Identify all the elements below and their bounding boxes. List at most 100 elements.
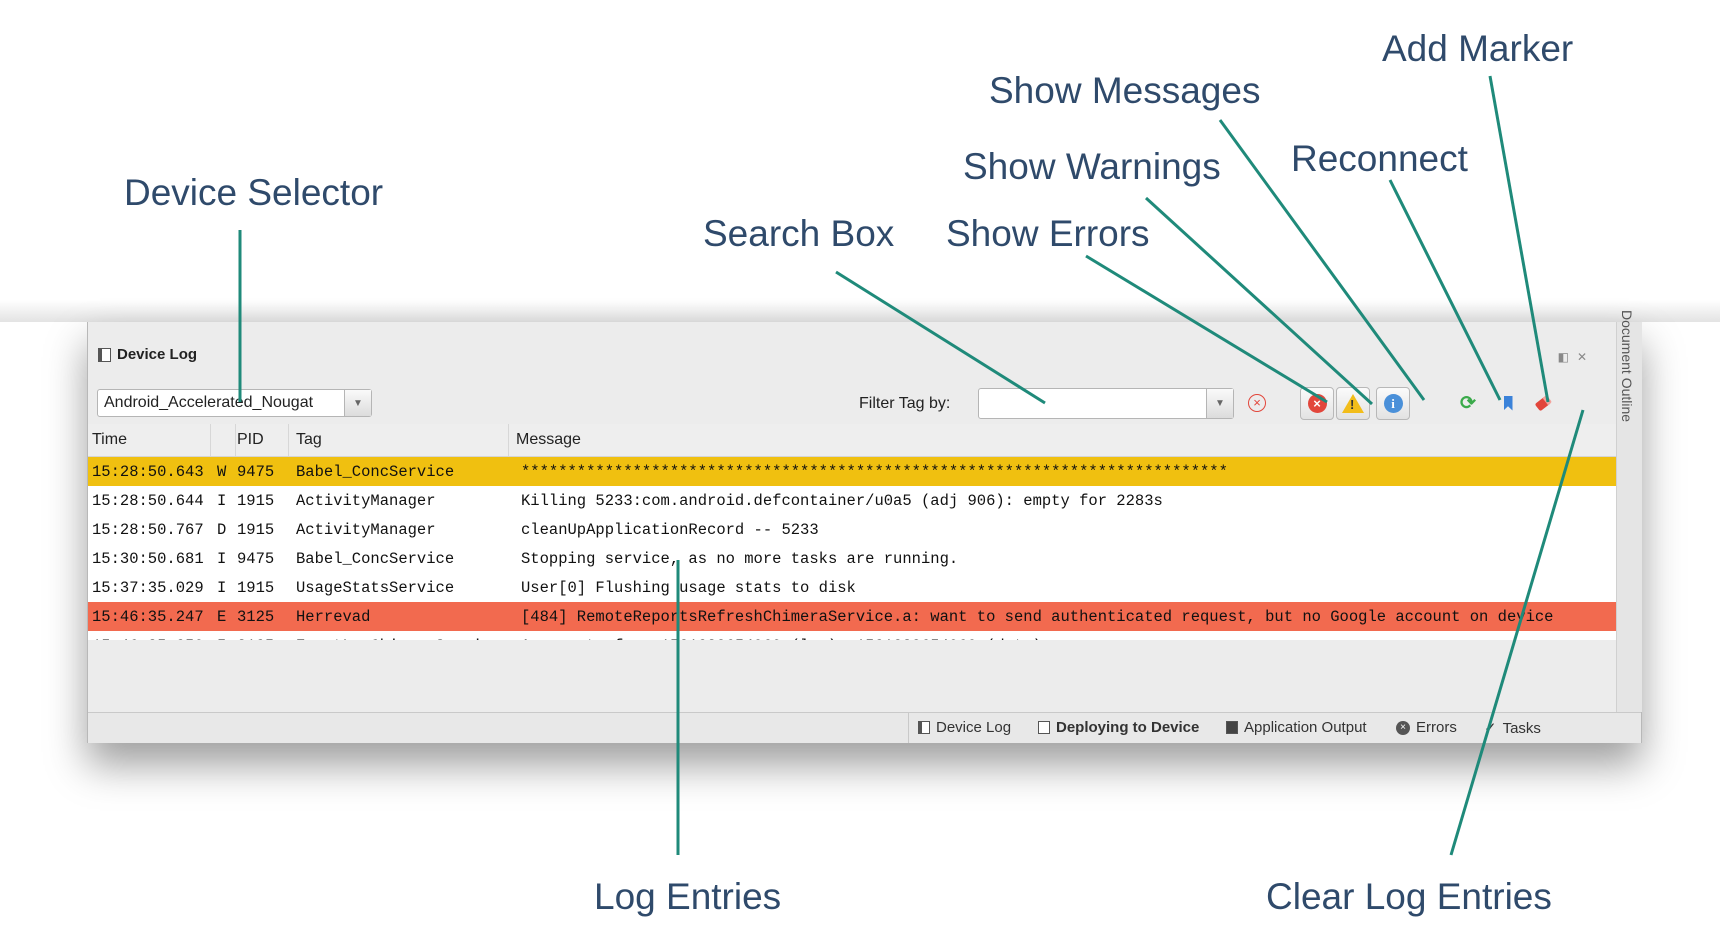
cell-tag: UsageStatsService — [296, 579, 455, 597]
callout-show-warnings: Show Warnings — [963, 146, 1221, 187]
chevron-down-icon[interactable]: ▼ — [344, 390, 371, 416]
cell-message: User[0] Flushing usage stats to disk — [521, 579, 856, 597]
close-icon[interactable]: ✕ — [1576, 350, 1587, 364]
column-pid[interactable]: PID — [237, 431, 264, 448]
callout-device-selector: Device Selector — [124, 172, 384, 213]
cell-time: 15:28:50.767 — [92, 521, 204, 539]
table-row[interactable]: 15:46:35.259I3125EventLogChimeraServiceA… — [88, 631, 1616, 640]
deploy-icon — [1038, 721, 1050, 734]
cell-tag: Babel_ConcService — [296, 550, 455, 568]
cell-tag: Babel_ConcService — [296, 463, 455, 481]
reconnect-button[interactable]: ⟳ — [1457, 391, 1479, 415]
marker-icon — [1503, 395, 1513, 411]
cell-pid: 9475 — [237, 550, 275, 568]
cell-tag: Herrevad — [296, 608, 371, 626]
column-divider[interactable] — [235, 424, 236, 456]
tab-tasks[interactable]: ✓ Tasks — [1484, 719, 1541, 738]
cell-level: I — [217, 492, 227, 510]
clear-filter-icon[interactable]: × — [1248, 394, 1266, 412]
callout-show-errors: Show Errors — [946, 213, 1150, 254]
tab-application-output[interactable]: Application Output — [1226, 719, 1367, 736]
tab-label: Application Output — [1244, 719, 1367, 736]
callout-search-box: Search Box — [703, 213, 895, 254]
cell-message: cleanUpApplicationRecord -- 5233 — [521, 521, 819, 539]
table-row[interactable]: 15:28:50.643 W 9475 Babel_ConcService ******… — [88, 457, 1616, 486]
callout-clear-log-entries: Clear Log Entries — [1266, 876, 1552, 917]
cell-time: 15:28:50.643 — [92, 463, 204, 481]
callout-reconnect: Reconnect — [1291, 138, 1468, 179]
table-row[interactable]: 15:30:50.681 I 9475 Babel_ConcService Stoppi… — [88, 544, 1616, 573]
column-time[interactable]: Time — [92, 431, 127, 448]
tab-label: Errors — [1416, 719, 1457, 736]
cell-level: D — [217, 521, 227, 539]
panel-icon — [98, 347, 111, 362]
panel-window-controls: ◧ ✕ — [1558, 350, 1587, 364]
right-tool-strip — [1616, 322, 1642, 712]
filter-tag-label: Filter Tag by: — [859, 395, 951, 412]
status-separator — [908, 713, 909, 743]
cell-level: I — [217, 579, 227, 597]
cell-pid: 1915 — [237, 492, 275, 510]
table-row[interactable]: 15:28:50.767 D 1915 ActivityManager cleanUpA… — [88, 515, 1616, 544]
show-errors-button[interactable]: × — [1300, 387, 1334, 420]
backdrop-fade — [0, 300, 1720, 322]
cell-time: 15:28:50.644 — [92, 492, 204, 510]
cell-pid: 1915 — [237, 521, 275, 539]
device-log-icon — [918, 721, 930, 734]
cell-level: E — [217, 608, 227, 626]
cell-time: 15:46:35.247 — [92, 608, 204, 626]
cell-time: 15:30:50.681 — [92, 550, 204, 568]
tab-deploying[interactable]: Deploying to Device — [1038, 719, 1199, 736]
panel-title: Device Log — [117, 346, 198, 363]
column-divider[interactable] — [288, 424, 289, 456]
tab-errors[interactable]: × Errors — [1396, 719, 1457, 736]
terminal-icon — [1226, 721, 1238, 734]
cell-pid: 3125 — [237, 637, 274, 640]
bottom-pad-bar: Device Log Deploying to Device Applicati… — [88, 712, 1641, 743]
device-selector[interactable]: Android_Accelerated_Nougat ▼ — [97, 389, 372, 417]
device-log-window: Device Log ◧ ✕ Android_Accelerated_Nouga… — [87, 310, 1642, 743]
cell-time: 15:37:35.029 — [92, 579, 204, 597]
column-message[interactable]: Message — [516, 431, 581, 448]
device-selector-value: Android_Accelerated_Nougat — [104, 394, 314, 411]
dock-icon[interactable]: ◧ — [1557, 350, 1569, 364]
info-icon: i — [1383, 394, 1403, 413]
panel-header: Device Log — [98, 346, 197, 363]
cell-pid: 9475 — [237, 463, 275, 481]
cell-level: I — [217, 550, 227, 568]
cell-tag: ActivityManager — [296, 521, 436, 539]
chevron-down-icon[interactable]: ▼ — [1206, 389, 1233, 418]
column-divider[interactable] — [210, 424, 211, 456]
show-messages-button[interactable]: i — [1376, 387, 1410, 420]
filter-tag-input[interactable] — [979, 389, 1206, 418]
tab-label: Deploying to Device — [1056, 719, 1200, 736]
cell-level: W — [217, 463, 227, 481]
error-icon: × — [1307, 394, 1327, 413]
column-tag[interactable]: Tag — [296, 431, 322, 448]
tab-device-log[interactable]: Device Log — [918, 719, 1011, 736]
cell-message: ****************************************… — [521, 463, 1228, 481]
cell-message: Killing 5233:com.android.defcontainer/u0… — [521, 492, 1163, 510]
document-outline-tab[interactable]: Document Outline — [1619, 310, 1635, 423]
search-box[interactable]: ▼ — [978, 388, 1234, 419]
show-warnings-button[interactable]: ! — [1336, 387, 1370, 420]
callout-log-entries: Log Entries — [594, 876, 782, 917]
clear-log-button[interactable] — [1532, 391, 1554, 415]
add-marker-button[interactable] — [1497, 391, 1519, 415]
reconnect-icon: ⟳ — [1460, 392, 1476, 414]
table-header: Time PID Tag Message — [88, 424, 1616, 457]
cell-level: I — [217, 637, 226, 640]
errors-icon: × — [1396, 720, 1410, 735]
cell-message: Stopping service, as no more tasks are r… — [521, 550, 959, 568]
cell-pid: 1915 — [237, 579, 275, 597]
callout-add-marker: Add Marker — [1382, 28, 1574, 69]
cell-message: Aggregate from 1521238654969 (log), 1521… — [521, 637, 1042, 640]
table-row[interactable]: 15:37:35.029 I 1915 UsageStatsService User[0… — [88, 573, 1616, 602]
eraser-icon — [1534, 395, 1552, 411]
cell-time: 15:46:35.259 — [92, 637, 204, 640]
column-divider[interactable] — [508, 424, 509, 456]
